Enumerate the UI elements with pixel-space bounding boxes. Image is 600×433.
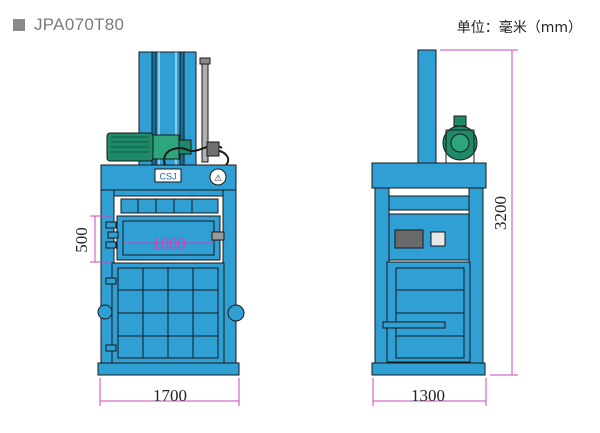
front-base	[97, 362, 240, 376]
model-title: JPA070T80	[34, 15, 125, 34]
left-handwheel	[97, 304, 113, 320]
dim-total-height-label: 3200	[491, 196, 510, 230]
unit-label: 单位：毫米（mm）	[456, 20, 582, 36]
dim-width-label: 1700	[153, 386, 187, 405]
front-right-column	[222, 189, 237, 367]
front-valve	[206, 141, 220, 157]
warning-sign	[209, 168, 227, 186]
svg-text:⚠: ⚠	[214, 173, 222, 183]
dim-chamber-width-label: 1000	[152, 234, 186, 253]
brand-plate-text: CSJ	[159, 172, 176, 182]
right-handwheel	[227, 304, 245, 322]
dim-opening-height-label: 500	[72, 227, 91, 253]
front-press-plate	[120, 198, 219, 214]
control-box	[394, 229, 424, 249]
side-view	[371, 49, 487, 376]
side-base	[371, 362, 486, 376]
header-square-icon	[13, 19, 25, 31]
brand-plate	[154, 168, 182, 183]
side-press-plate	[388, 195, 470, 211]
side-lower-door	[386, 261, 471, 363]
dim-depth-label: 1300	[411, 386, 445, 405]
side-cylinder-column	[417, 49, 437, 164]
front-upper-door	[116, 215, 221, 261]
dimensions	[90, 49, 518, 406]
side-top-beam	[371, 162, 487, 189]
front-view: CSJ ⚠	[97, 51, 245, 376]
control-button	[430, 231, 446, 247]
side-right-column	[468, 187, 484, 367]
